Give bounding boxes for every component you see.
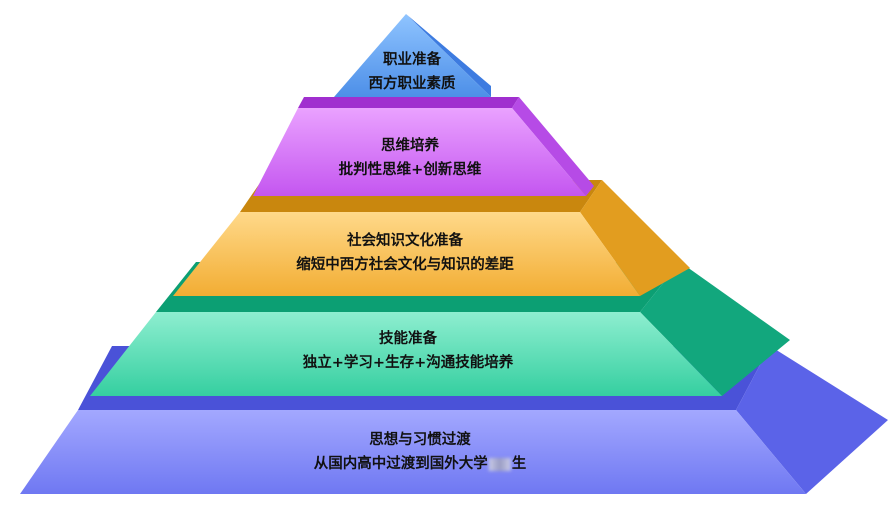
layer-1-front-face — [334, 14, 491, 97]
layer-1-subtitle: 西方职业素质 — [368, 76, 456, 92]
layer-2-top-face — [298, 97, 519, 108]
layer-2-subtitle: 批判性思维+创新思维 — [338, 162, 482, 178]
layer-4-title: 技能准备 — [378, 331, 437, 347]
layer-5-label: 思想与习惯过渡 从国内高中过渡到国外大学 生 — [314, 428, 527, 476]
layer-5-front-face — [20, 410, 806, 494]
layer-2-title: 思维培养 — [381, 138, 439, 154]
layer-1-title: 职业准备 — [383, 52, 441, 68]
layer-3-label: 社会知识文化准备 缩短中西方社会文化与知识的差距 — [296, 229, 514, 277]
layer-3-front-face — [173, 212, 640, 296]
layer-2-label: 思维培养 批判性思维+创新思维 — [339, 134, 482, 182]
layer-5-title: 思想与习惯过渡 — [369, 432, 471, 448]
layer-4-label: 技能准备 独立+学习+生存+沟通技能培养 — [303, 327, 513, 375]
layer-3-side-face — [580, 180, 690, 296]
layer-5-subtitle-after: 生 — [511, 456, 527, 472]
layer-4-front-face — [90, 312, 722, 396]
layer-5-subtitle: 从国内高中过渡到国外大学 生 — [314, 452, 527, 476]
layer-4-subtitle: 独立+学习+生存+沟通技能培养 — [302, 355, 514, 371]
layer-2-front-face — [253, 108, 586, 196]
layer-4-side-face — [640, 262, 790, 396]
layer-3-title: 社会知识文化准备 — [347, 233, 463, 249]
layer-3-subtitle: 缩短中西方社会文化与知识的差距 — [296, 257, 514, 273]
layer-5-subtitle-before: 从国内高中过渡到国外大学 — [313, 456, 488, 472]
layer-5-side-face — [736, 346, 888, 494]
layer-2-side-face — [512, 97, 594, 196]
layer-1-label: 职业准备 西方职业素质 — [369, 48, 456, 96]
redacted-blur — [488, 457, 511, 471]
